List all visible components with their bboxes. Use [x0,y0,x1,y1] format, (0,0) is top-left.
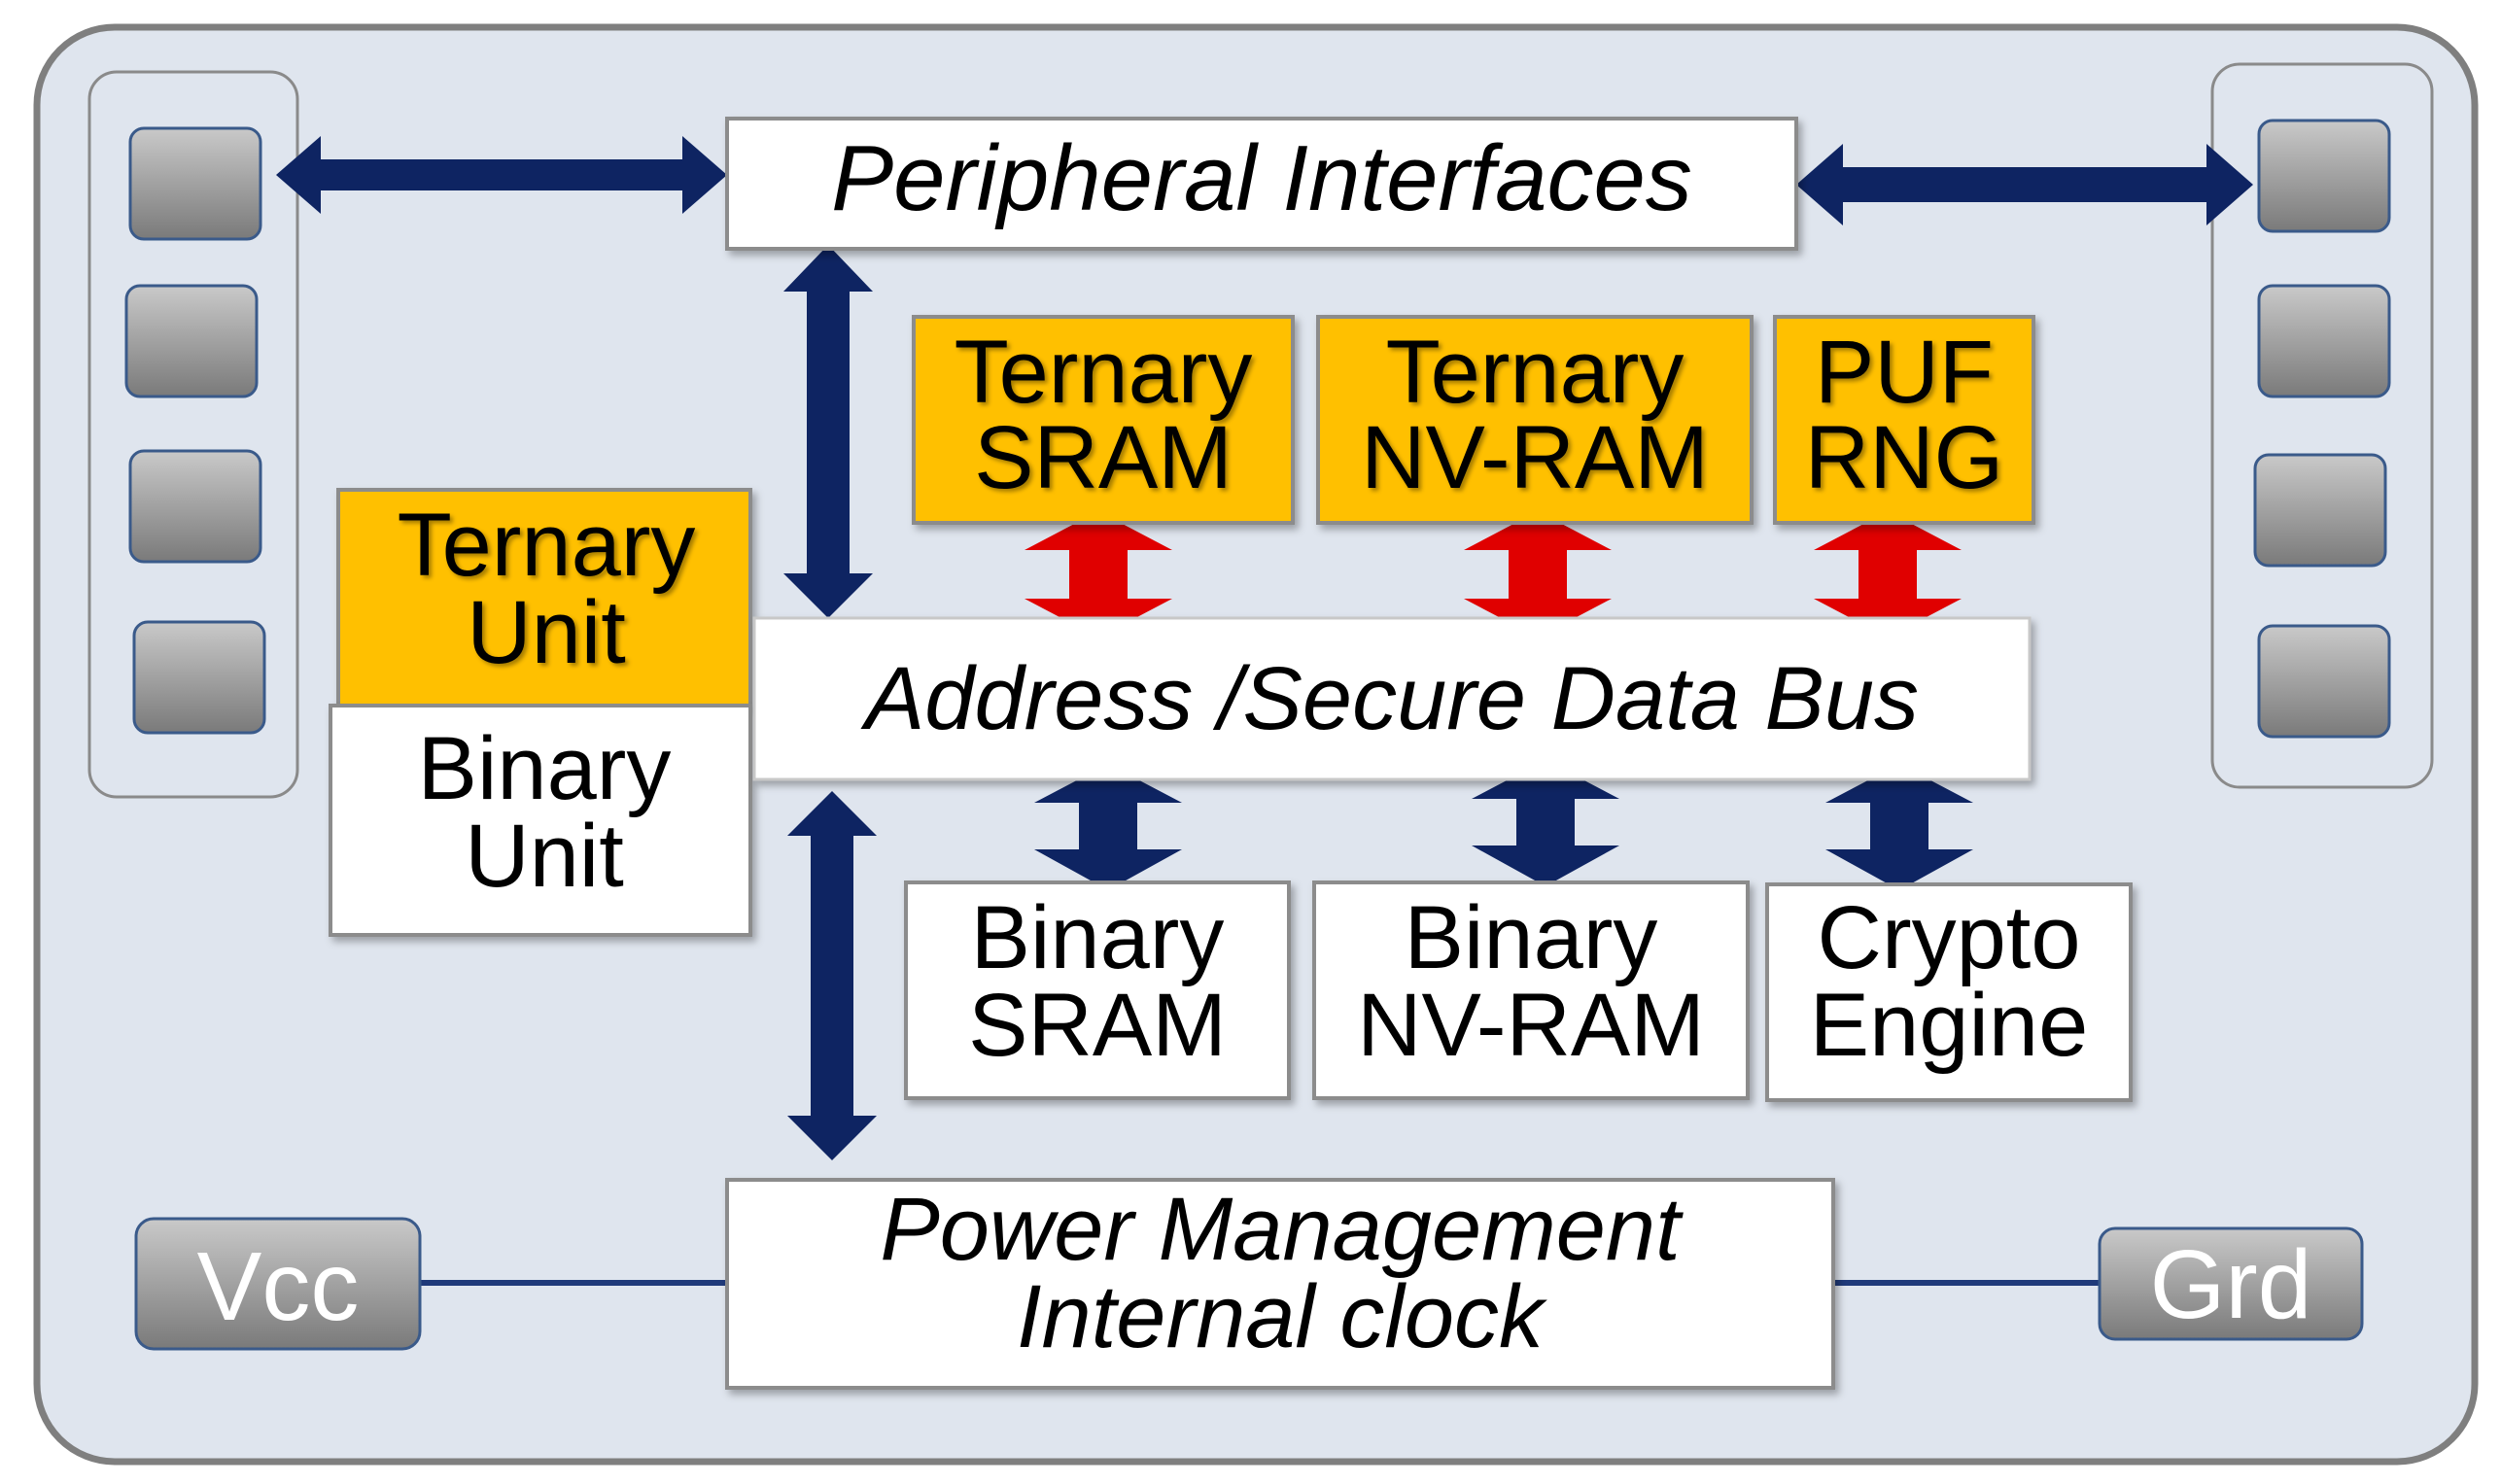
binary-nvram-label-line2: NV-RAM [1357,976,1705,1075]
left-pin-2 [124,284,259,398]
grd-pad [2098,1226,2364,1341]
puf-rng-bus-arrow [1814,511,1962,638]
right-pin-4 [2257,624,2391,739]
crypto-engine-bus-arrow [1825,764,1973,890]
right-pin-strip [2210,62,2434,789]
crypto-engine-label-line1: Crypto [1818,888,2081,987]
ternary-sram-label-line1: Ternary [955,323,1253,422]
ternary-nvram-bus-arrow [1464,511,1612,638]
bus-power-arrow [787,791,877,1160]
crypto-engine-box [1765,882,2133,1102]
peripheral-interfaces-label: Peripheral Interfaces [831,126,1692,230]
binary-sram-box [904,880,1291,1100]
grd-label: Grd [2150,1230,2312,1339]
address-bus-box [752,616,2032,781]
binary-nvram-box [1312,880,1750,1100]
ternary-nvram-label-line2: NV-RAM [1361,408,1709,507]
power-management-label-line2: Internal clock [1017,1267,1547,1366]
binary-unit-box [329,704,752,937]
power-management-box [725,1178,1835,1390]
puf-rng-label-line1: PUF [1815,323,1994,422]
ternary-unit-label-line1: Ternary [398,496,696,595]
ternary-sram-box [912,315,1295,525]
ternary-sram-label-line2: SRAM [974,408,1233,507]
puf-rng-label-line2: RNG [1805,408,2003,507]
crypto-engine-label-line2: Engine [1810,976,2088,1075]
ternary-unit-box [336,488,752,707]
left-pin-strip [87,70,299,799]
vcc-pad [134,1217,422,1351]
binary-nvram-bus-arrow [1472,760,1619,886]
left-pins [124,126,266,735]
binary-sram-label-line1: Binary [971,888,1225,987]
left-pin-3 [128,449,262,564]
ternary-sram-bus-arrow [1025,511,1172,638]
ternary-unit-label-line2: Unit [467,583,626,682]
binary-sram-label-line2: SRAM [968,976,1227,1075]
peripheral-bus-arrow [783,245,873,618]
right-pins [2253,119,2391,739]
right-pin-2 [2257,284,2391,398]
ternary-nvram-label-line1: Ternary [1386,323,1685,422]
address-bus-label: Address /Secure Data Bus [860,649,1919,748]
binary-nvram-label-line1: Binary [1405,888,1658,987]
right-pin-1 [2257,119,2391,233]
puf-rng-box [1773,315,2035,525]
right-io-arrow [1796,144,2253,225]
left-pin-4 [132,620,266,735]
peripheral-interfaces-box [725,117,1798,251]
right-pin-3 [2253,453,2387,568]
binary-unit-label-line1: Binary [418,719,672,818]
left-io-arrow [276,136,727,214]
binary-unit-label-line2: Unit [465,807,624,906]
binary-sram-bus-arrow [1034,764,1182,890]
vcc-label: Vcc [197,1232,360,1341]
left-pin-1 [128,126,262,241]
power-management-label-line1: Power Management [880,1180,1684,1279]
ternary-nvram-box [1316,315,1754,525]
